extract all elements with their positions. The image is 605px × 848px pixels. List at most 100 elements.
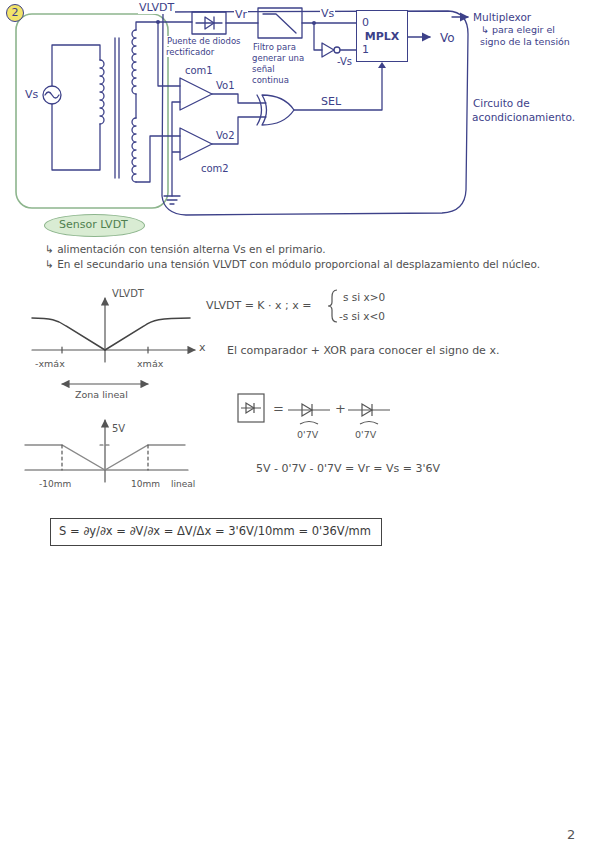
annotation: Circuito de acondicionamiento. xyxy=(472,96,584,124)
signal-name: Vo1 xyxy=(215,80,236,91)
ac-source-wave xyxy=(45,92,59,98)
annotation: Puente de diodos rectificador xyxy=(166,36,250,58)
lvdt-curve xyxy=(25,445,185,470)
diode-symbol xyxy=(246,403,254,413)
wire xyxy=(212,117,266,144)
diode-symbol xyxy=(288,404,330,416)
diode-bridge-box xyxy=(192,12,226,34)
comparator-symbol xyxy=(180,128,212,160)
wire xyxy=(136,22,192,30)
ground-symbol xyxy=(164,196,180,204)
annotation: ↳ para elegir el signo de la tensión xyxy=(480,24,571,47)
wire xyxy=(52,45,100,86)
note: ↳ En el secundario una tensión VLVDT con… xyxy=(44,257,588,271)
sensor-label-oval: Sensor LVDT xyxy=(44,214,145,237)
brace xyxy=(328,290,337,322)
axis-label: VLVDT xyxy=(111,288,145,299)
signal-name: -Vs xyxy=(336,56,353,67)
axis-label: x xyxy=(198,341,207,355)
wire xyxy=(314,23,322,50)
axis-tick-label: -10mm xyxy=(38,478,72,490)
secondary-coil xyxy=(132,30,136,94)
annotation: Circuito de acondicionamiento. xyxy=(472,97,576,123)
wire xyxy=(226,22,258,23)
wire xyxy=(135,94,136,118)
annotation: Multiplexor xyxy=(472,10,532,24)
voltage-drop: 0'7V xyxy=(354,429,377,441)
axis-tick-label: -10mm xyxy=(38,479,72,489)
equation-symbol: = xyxy=(272,401,285,416)
signal-name: Vr xyxy=(234,8,248,22)
inverter-symbol xyxy=(322,43,334,57)
primary-coil xyxy=(100,60,104,124)
zone-label: Zona lineal xyxy=(74,389,129,400)
diode-symbol xyxy=(362,404,372,416)
xor-gate xyxy=(257,95,262,125)
signal-name: VLVDT xyxy=(138,1,175,15)
linear-zone-arrow xyxy=(62,383,148,384)
node-text: 1 xyxy=(362,43,402,56)
axis-label: VLVDT xyxy=(111,287,145,300)
zone-label: Zona lineal xyxy=(74,389,129,401)
wire xyxy=(302,22,356,23)
equation: -s si x<0 xyxy=(338,310,386,322)
secondary-coil xyxy=(132,118,136,182)
annotation: Filtro para generar una señal continua xyxy=(252,42,304,85)
equation: -s si x<0 xyxy=(338,309,386,323)
signal-name: Vs xyxy=(320,7,335,20)
equation: VLVDT = K · x ; x = xyxy=(205,299,313,313)
lvdt-curve xyxy=(32,318,190,350)
axis-tick-label: 10mm xyxy=(130,478,161,490)
axis-tick-label: 10mm xyxy=(130,479,161,489)
wire xyxy=(340,49,356,50)
inverter-bubble xyxy=(334,47,340,53)
signal-name: -Vs xyxy=(336,55,353,68)
equation: 5V - 0'7V - 0'7V = Vr = Vs = 3'6V xyxy=(255,462,441,476)
signal-name: Vs xyxy=(24,88,39,101)
node-text: MPLX xyxy=(362,30,402,43)
conditioning-region-outline xyxy=(162,11,468,215)
zone-label: lineal xyxy=(170,479,196,489)
page-number: 2 xyxy=(566,826,576,843)
wire xyxy=(172,102,180,196)
diode-bridge-box xyxy=(238,394,264,422)
page-number: 2 xyxy=(566,827,576,842)
axis-tick-label: xmáx xyxy=(136,358,164,369)
signal-name: Vo xyxy=(439,30,456,46)
equation-symbol: + xyxy=(334,400,347,417)
junction-dot xyxy=(312,21,316,25)
xor-gate xyxy=(262,95,294,125)
equation: s si x>0 xyxy=(342,290,386,304)
axis-label: 5V xyxy=(111,423,126,434)
wire xyxy=(52,104,100,170)
note: ↳ alimentación con tensión alterna Vs en… xyxy=(44,242,584,256)
equation: VLVDT = K · x ; x = xyxy=(205,299,313,312)
component-name: com1 xyxy=(184,64,214,77)
axis-label: 5V xyxy=(111,422,126,435)
diode-symbol xyxy=(241,403,261,413)
node-text: 0 xyxy=(362,16,402,29)
annotation: Puente de diodos rectificador xyxy=(166,36,241,57)
diode-symbol xyxy=(196,17,222,29)
guide-line xyxy=(62,445,148,470)
diode-symbol xyxy=(302,404,312,416)
signal-name: Vs xyxy=(24,88,39,102)
sensor-region-outline xyxy=(16,14,168,208)
component-name: com1 xyxy=(184,65,214,76)
axis-tick-label: -xmáx xyxy=(34,358,66,370)
signal-name: Vo xyxy=(439,31,456,45)
equation-symbol: = xyxy=(272,400,285,417)
voltage-drop: 0'7V xyxy=(296,429,319,441)
diode-symbol xyxy=(205,17,214,29)
filter-box xyxy=(258,8,302,38)
voltage-drop: 0'7V xyxy=(296,429,319,440)
transformer-core xyxy=(115,38,119,178)
component-name: com2 xyxy=(200,162,230,175)
ac-source xyxy=(43,86,61,104)
signal-name: Vo2 xyxy=(215,129,236,142)
output-wire xyxy=(408,36,430,37)
annotation: ↳ para elegir el signo de la tensión xyxy=(480,24,582,48)
